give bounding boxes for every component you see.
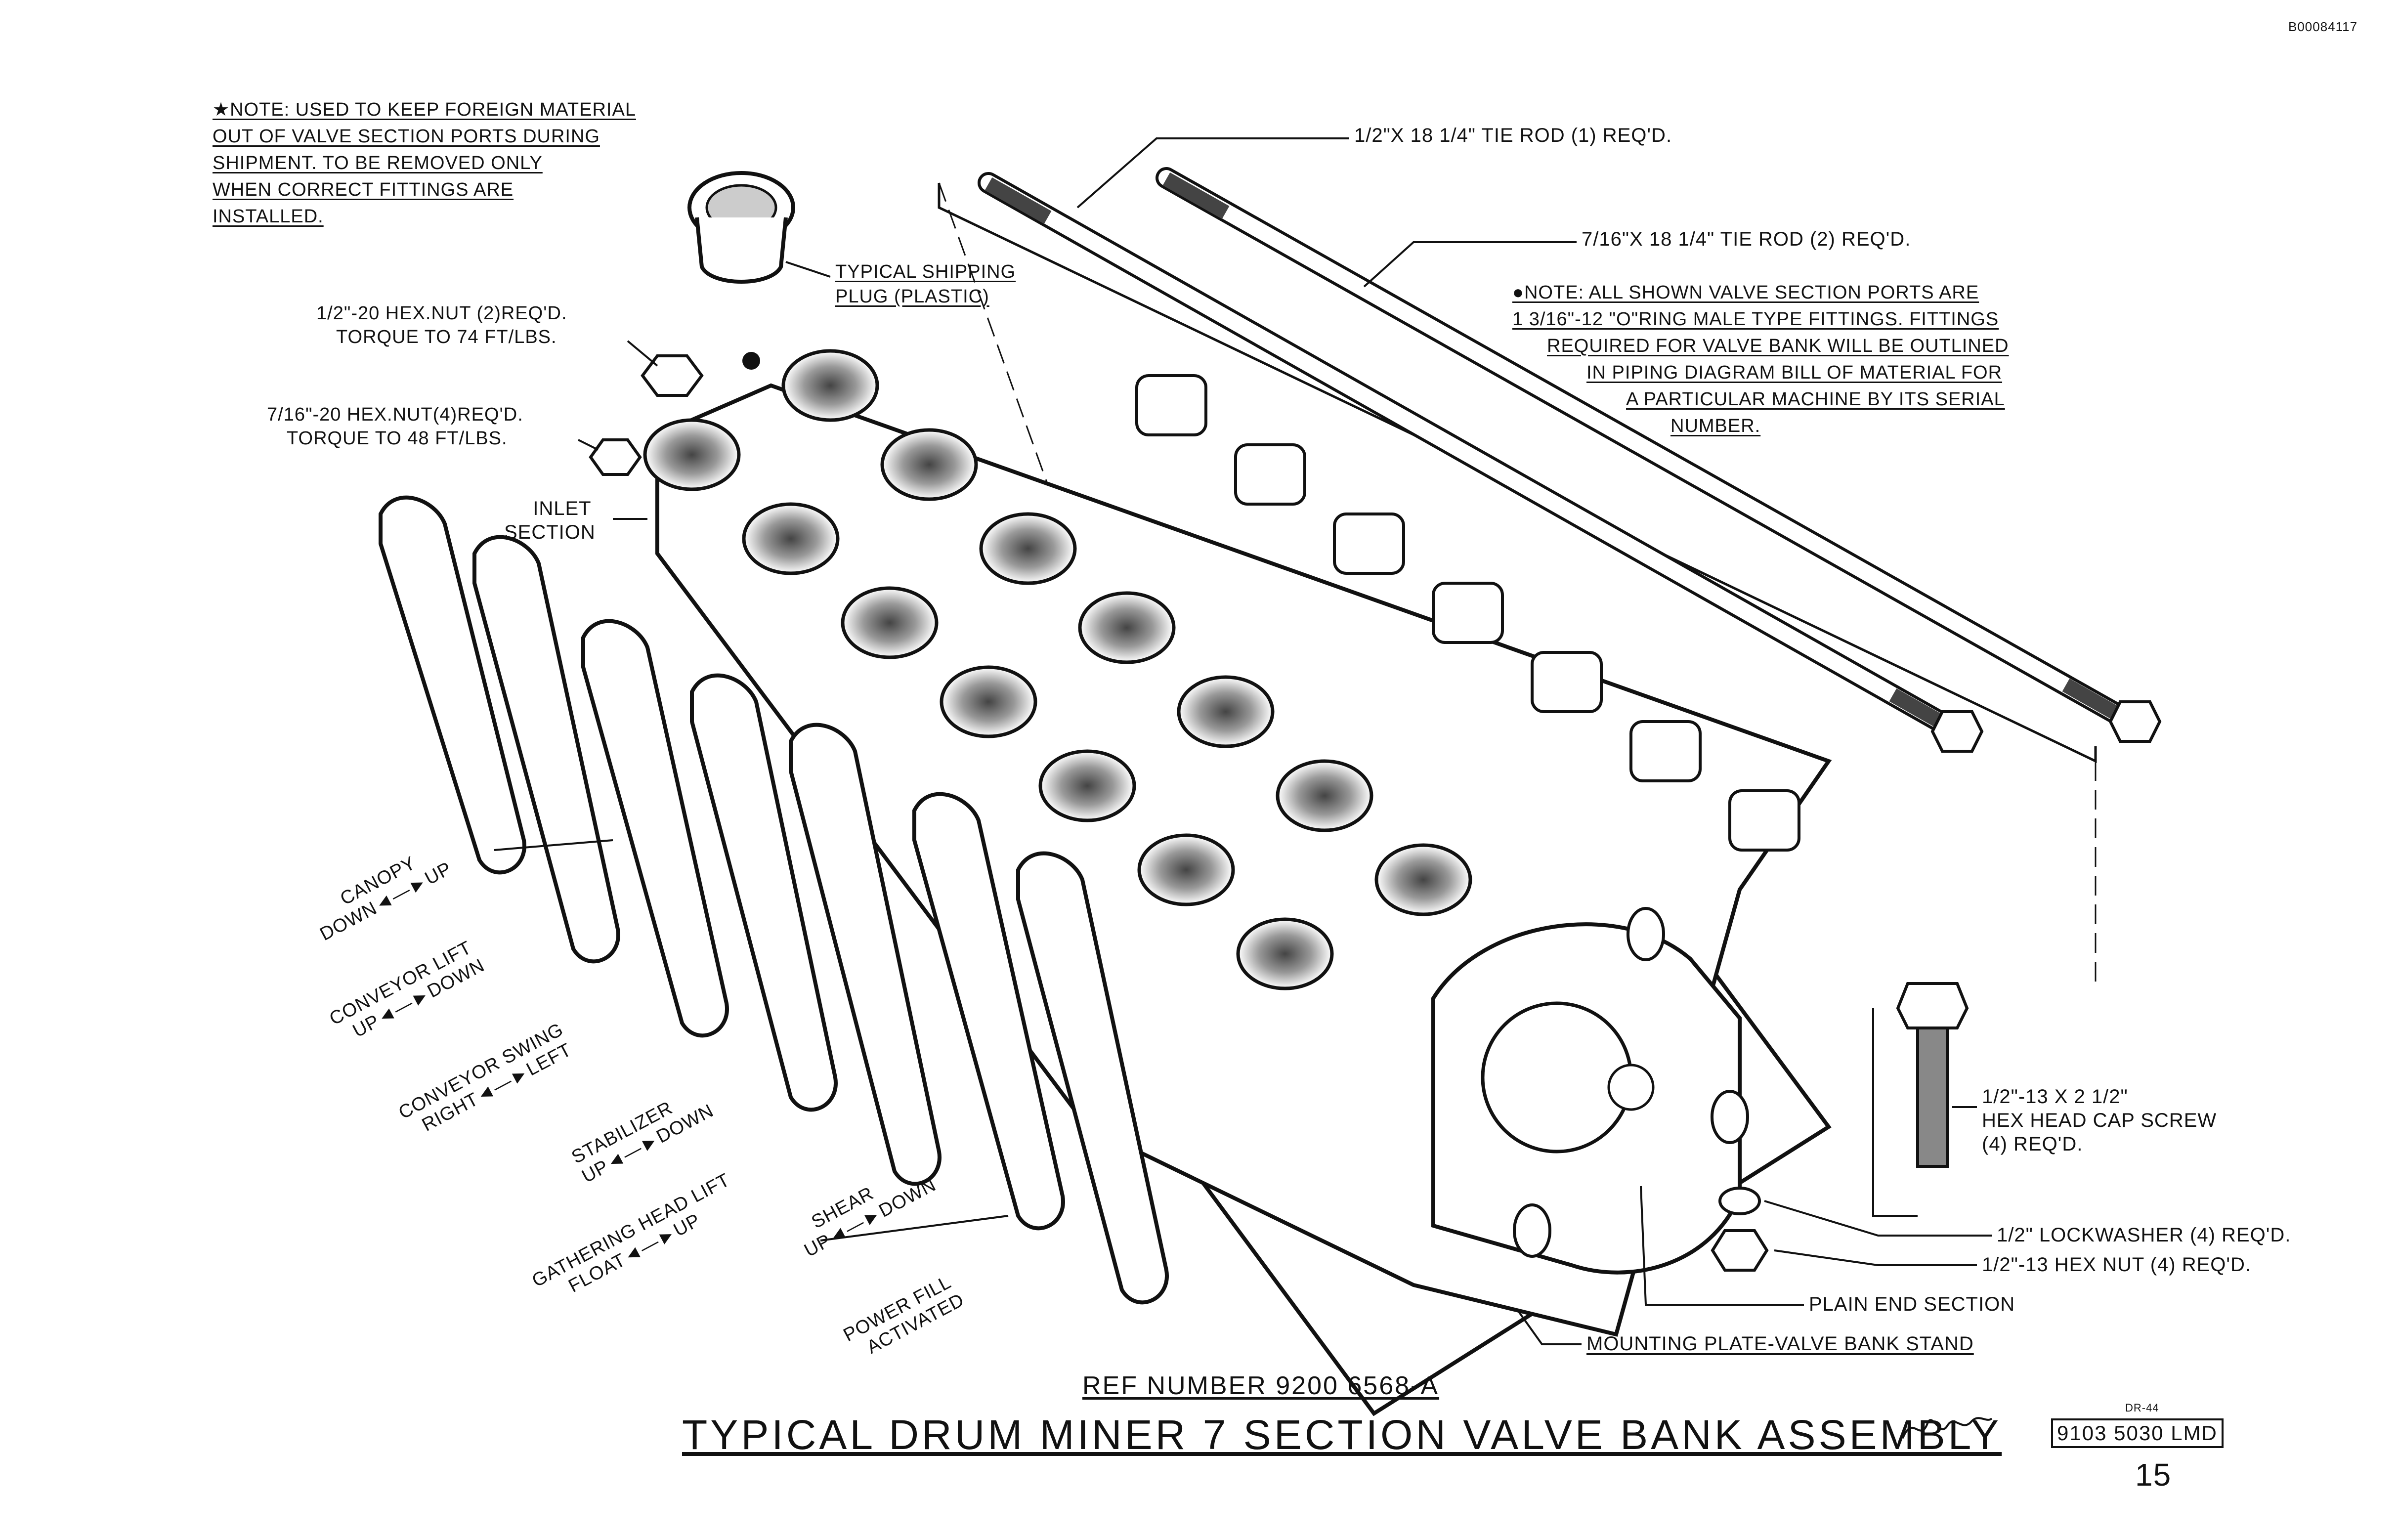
- leader-tie-rod-1: [1076, 137, 1349, 209]
- page-number: 15: [2135, 1457, 2172, 1493]
- ports-row-lower: [643, 418, 1334, 990]
- ports-note-line: REQUIRED FOR VALVE BANK WILL BE OUTLINED: [1547, 336, 2009, 356]
- shipping-note-line: INSTALLED.: [213, 206, 324, 227]
- shipping-note-line: OUT OF VALVE SECTION PORTS DURING: [213, 126, 600, 147]
- hex-nut-half-line: TORQUE TO 74 FT/LBS.: [336, 327, 557, 347]
- corner-id: B00084117: [2288, 19, 2358, 34]
- leader-stand-bracket: [1872, 1008, 1918, 1217]
- inlet-section-line: INLET: [533, 498, 592, 519]
- shipping-plug: [687, 171, 795, 284]
- cap-screw: [1896, 982, 1969, 1168]
- hex-nut-13-label: 1/2"-13 HEX NUT (4) REQ'D.: [1982, 1254, 2252, 1276]
- port-marker-dot: [742, 352, 760, 370]
- approval-rev: DR-44: [2125, 1402, 2159, 1414]
- inlet-section-line: SECTION: [504, 521, 596, 543]
- loose-hex-nut: [1711, 1229, 1769, 1272]
- ref-number: REF NUMBER 9200 6568-A: [1082, 1371, 1440, 1400]
- leader-hex-nut-13: [1774, 1249, 1977, 1266]
- leader-mounting-plate: [1516, 1309, 1582, 1345]
- ports-note-line: IN PIPING DIAGRAM BILL OF MATERIAL FOR: [1586, 362, 2003, 383]
- leader-hex-nut-7-16: [578, 439, 599, 451]
- tie-rod-nut-2: [2108, 700, 2162, 743]
- shipping-note-line: WHEN CORRECT FITTINGS ARE: [213, 179, 514, 200]
- shipping-plug-label: TYPICAL SHIPPING PLUG (PLASTIC): [835, 259, 1016, 309]
- leader-hex-nut-half: [627, 340, 658, 367]
- shipping-note: ★NOTE: USED TO KEEP FOREIGN MATERIAL OUT…: [213, 96, 636, 230]
- lockwasher: [1718, 1187, 1761, 1215]
- signature: [1902, 1417, 1993, 1439]
- tie-rod-nut-1: [1930, 710, 1984, 753]
- tie-rod-2-label: 7/16"X 18 1/4" TIE ROD (2) REQ'D.: [1582, 228, 1911, 250]
- plain-end-section-label: PLAIN END SECTION: [1809, 1293, 2015, 1315]
- leader-lockwasher: [1764, 1200, 1992, 1237]
- ports-note-line: 1 3/16"-12 "O"RING MALE TYPE FITTINGS. F…: [1512, 309, 1999, 330]
- tie-rod-1-label: 1/2"X 18 1/4" TIE ROD (1) REQ'D.: [1354, 125, 1672, 146]
- leader-shipping-plug: [785, 261, 831, 278]
- hex-nut-7-16: [589, 438, 642, 476]
- control-levers: [379, 495, 1169, 1305]
- hex-nut-7-16-line: TORQUE TO 48 FT/LBS.: [287, 428, 508, 449]
- ports-note-line: ●NOTE: ALL SHOWN VALVE SECTION PORTS ARE: [1512, 282, 1979, 303]
- ports-note-line: NUMBER.: [1670, 416, 1761, 436]
- ports-note-line: A PARTICULAR MACHINE BY ITS SERIAL: [1626, 389, 2005, 410]
- cap-screw-line: HEX HEAD CAP SCREW: [1982, 1110, 2217, 1131]
- drawing-number: 9103 5030 LMD: [2051, 1418, 2224, 1448]
- inlet-section-label: INLET SECTION: [504, 497, 596, 544]
- hex-nut-half-label: 1/2"-20 HEX.NUT (2)REQ'D. TORQUE TO 74 F…: [316, 301, 567, 349]
- shipping-note-line: SHIPMENT. TO BE REMOVED ONLY: [213, 153, 543, 173]
- hex-nut-7-16-label: 7/16"-20 HEX.NUT(4)REQ'D. TORQUE TO 48 F…: [267, 403, 523, 450]
- cap-screw-line: 1/2"-13 X 2 1/2": [1982, 1086, 2128, 1108]
- shipping-note-line: ★NOTE: USED TO KEEP FOREIGN MATERIAL: [213, 99, 636, 120]
- relief-valves: [1135, 374, 1800, 852]
- hex-nut-7-16-line: 7/16"-20 HEX.NUT(4)REQ'D.: [267, 404, 523, 425]
- tie-rod-long: [978, 172, 1968, 742]
- cap-screw-label: 1/2"-13 X 2 1/2" HEX HEAD CAP SCREW (4) …: [1982, 1085, 2217, 1156]
- ports-note: ●NOTE: ALL SHOWN VALVE SECTION PORTS ARE…: [1512, 279, 2009, 439]
- lockwasher-label: 1/2" LOCKWASHER (4) REQ'D.: [1997, 1224, 2291, 1246]
- leader-plain-end: [1640, 1186, 1804, 1306]
- shipping-plug-line: PLUG (PLASTIC): [835, 286, 989, 307]
- ports-row-upper: [781, 349, 1472, 916]
- cap-screw-line: (4) REQ'D.: [1982, 1133, 2083, 1155]
- page-title: TYPICAL DRUM MINER 7 SECTION VALVE BANK …: [682, 1412, 2002, 1458]
- shipping-plug-line: TYPICAL SHIPPING: [835, 261, 1016, 282]
- leader-tie-rod-2: [1363, 241, 1577, 288]
- mounting-plate-label: MOUNTING PLATE-VALVE BANK STAND: [1586, 1333, 1974, 1355]
- hex-nut-half-line: 1/2"-20 HEX.NUT (2)REQ'D.: [316, 303, 567, 324]
